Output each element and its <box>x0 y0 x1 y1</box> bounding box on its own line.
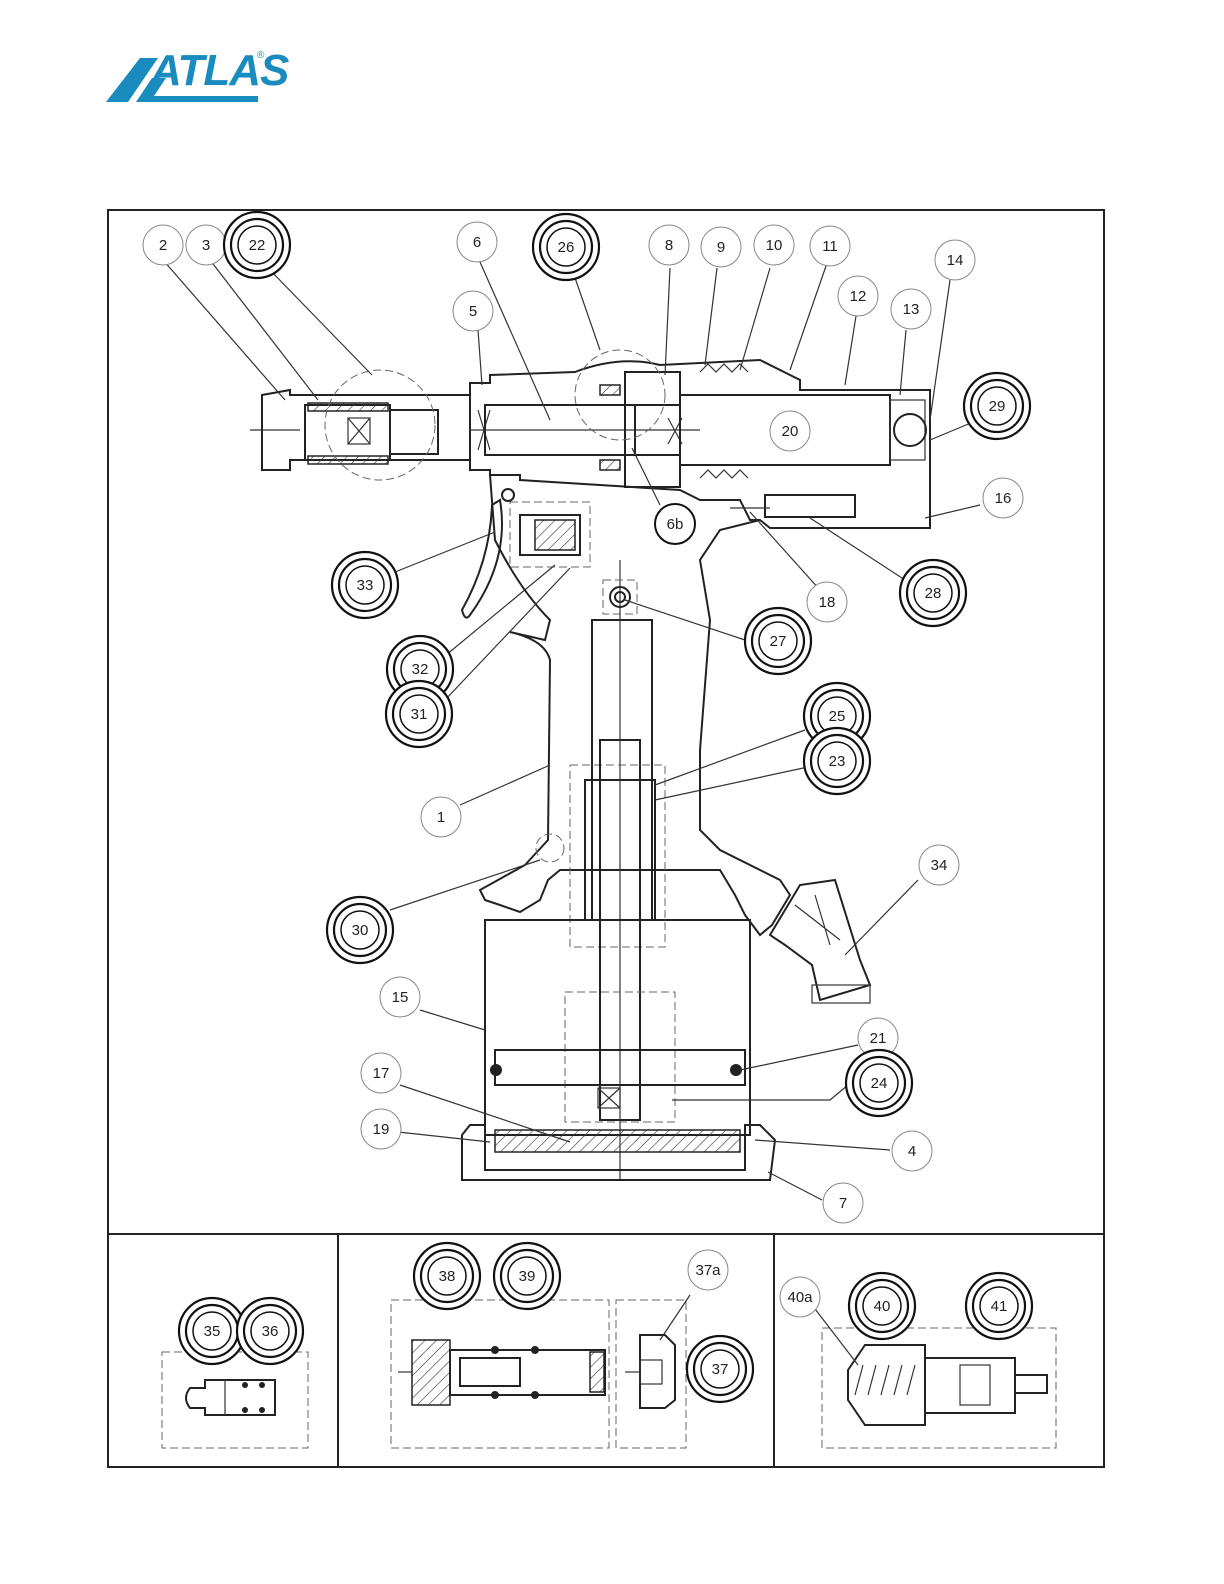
callout-29: 29 <box>964 373 1030 439</box>
callout-10: 10 <box>754 225 794 265</box>
callout-label: 10 <box>766 237 783 254</box>
callout-label: 8 <box>665 237 673 254</box>
callout-38: 38 <box>414 1243 480 1309</box>
callout-label: 19 <box>373 1121 390 1138</box>
callout-label: 3 <box>202 237 210 254</box>
callout-34: 34 <box>919 845 959 885</box>
callout-label: 38 <box>439 1268 456 1285</box>
callout-label: 17 <box>373 1065 390 1082</box>
callout-label: 32 <box>412 661 429 678</box>
callout-39: 39 <box>494 1243 560 1309</box>
head-assembly <box>250 350 930 528</box>
callout-5: 5 <box>453 291 493 331</box>
logo-text: ATLAS <box>150 46 288 96</box>
callout-label: 31 <box>411 706 428 723</box>
callout-label: 23 <box>829 753 846 770</box>
callout-31: 31 <box>386 681 452 747</box>
callout-7: 7 <box>823 1183 863 1223</box>
callout-label: 12 <box>850 288 867 305</box>
callout-35: 35 <box>179 1298 245 1364</box>
callout-label: 21 <box>870 1030 887 1047</box>
callout-label: 6 <box>473 234 481 251</box>
callout-label: 34 <box>931 857 948 874</box>
callout-17: 17 <box>361 1053 401 1093</box>
callout-label: 22 <box>249 237 266 254</box>
callout-label: 20 <box>782 423 799 440</box>
callout-41: 41 <box>966 1273 1032 1339</box>
callout-11: 11 <box>810 226 850 266</box>
callout-label: 29 <box>989 398 1006 415</box>
callout-14: 14 <box>935 240 975 280</box>
callout-3: 3 <box>186 225 226 265</box>
callout-label: 13 <box>903 301 920 318</box>
callout-9: 9 <box>701 227 741 267</box>
callout-label: 6b <box>667 516 684 533</box>
handle-and-cylinder <box>462 475 870 1180</box>
callout-label: 37a <box>695 1262 721 1279</box>
callout-label: 2 <box>159 237 167 254</box>
callout-37: 37 <box>687 1336 753 1402</box>
callout-label: 9 <box>717 239 725 256</box>
callout-label: 14 <box>947 252 964 269</box>
callout-4: 4 <box>892 1131 932 1171</box>
callout-label: 30 <box>352 922 369 939</box>
callout-label: 27 <box>770 633 787 650</box>
callout-15: 15 <box>380 977 420 1017</box>
callout-label: 1 <box>437 809 445 826</box>
callout-label: 41 <box>991 1298 1008 1315</box>
callout-6b: 6b <box>655 504 695 544</box>
callout-16: 16 <box>983 478 1023 518</box>
callout-label: 40a <box>787 1289 813 1306</box>
callout-label: 11 <box>822 238 838 255</box>
callout-1: 1 <box>421 797 461 837</box>
diagram-frame <box>108 210 1104 1467</box>
callout-22: 22 <box>224 212 290 278</box>
callout-label: 7 <box>839 1195 847 1212</box>
trigger-valve <box>462 489 590 618</box>
callout-26: 26 <box>533 214 599 280</box>
callout-label: 4 <box>908 1143 916 1160</box>
callout-13: 13 <box>891 289 931 329</box>
callout-40a: 40a <box>780 1277 820 1317</box>
callout-label: 36 <box>262 1323 279 1340</box>
callout-label: 16 <box>995 490 1012 507</box>
callout-27: 27 <box>745 608 811 674</box>
callout-label: 5 <box>469 303 477 320</box>
logo-registered-mark: ® <box>257 50 264 61</box>
callout-28: 28 <box>900 560 966 626</box>
callout-label: 25 <box>829 708 846 725</box>
callout-20: 20 <box>770 411 810 451</box>
callout-33: 33 <box>332 552 398 618</box>
callout-label: 24 <box>871 1075 888 1092</box>
callout-24: 24 <box>846 1050 912 1116</box>
callout-23: 23 <box>804 728 870 794</box>
callout-label: 18 <box>819 594 836 611</box>
callout-label: 26 <box>558 239 575 256</box>
callout-36: 36 <box>237 1298 303 1364</box>
callout-37a: 37a <box>688 1250 728 1290</box>
callout-label: 37 <box>712 1361 729 1378</box>
callout-label: 40 <box>874 1298 891 1315</box>
callout-40: 40 <box>849 1273 915 1339</box>
callout-18: 18 <box>807 582 847 622</box>
callout-12: 12 <box>838 276 878 316</box>
callout-6: 6 <box>457 222 497 262</box>
callout-label: 35 <box>204 1323 221 1340</box>
callout-19: 19 <box>361 1109 401 1149</box>
callout-label: 28 <box>925 585 942 602</box>
callout-label: 39 <box>519 1268 536 1285</box>
callout-8: 8 <box>649 225 689 265</box>
callout-30: 30 <box>327 897 393 963</box>
callout-label: 33 <box>357 577 374 594</box>
callout-label: 15 <box>392 989 409 1006</box>
callout-2: 2 <box>143 225 183 265</box>
